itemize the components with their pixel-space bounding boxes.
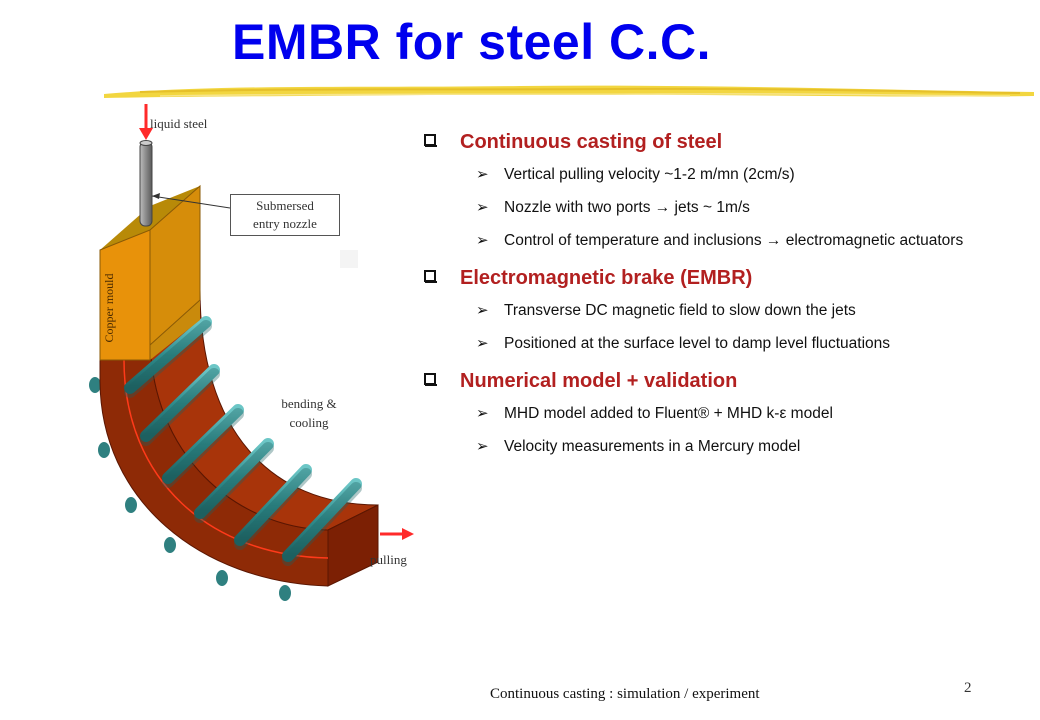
checkbox-bullet-icon [424, 134, 437, 147]
list-item: ➢Control of temperature and inclusions →… [424, 228, 1024, 254]
arrow-bullet-icon: ➢ [476, 335, 489, 352]
slide-footer: Continuous casting : simulation / experi… [490, 686, 760, 702]
list-item: ➢MHD model added to Fluent® + MHD k-ε mo… [424, 401, 1024, 427]
section-heading: Continuous casting of steel [424, 128, 1024, 158]
arrow-bullet-icon: ➢ [476, 302, 489, 319]
page-number: 2 [964, 680, 972, 696]
arrow-bullet-icon: ➢ [476, 199, 489, 216]
section-heading: Electromagnetic brake (EMBR) [424, 264, 1024, 294]
list-item: ➢Vertical pulling velocity ~1-2 m/mn (2c… [424, 162, 1024, 188]
arrow-bullet-icon: ➢ [476, 438, 489, 455]
title-underline-brush [104, 85, 1034, 98]
arrow-bullet-icon: ➢ [476, 405, 489, 422]
nozzle-callout: Submersed entry nozzle [230, 194, 340, 236]
section-heading: Numerical model + validation [424, 367, 1024, 397]
bending-label-line2: cooling [289, 415, 329, 430]
liquid-steel-arrow [139, 104, 153, 140]
bending-label-line1: bending & [281, 396, 337, 411]
liquid-steel-label: liquid steel [150, 116, 208, 131]
bending-cooling-label: bending & cooling [272, 394, 346, 432]
checkbox-bullet-icon [424, 270, 437, 283]
rollers-front [124, 316, 362, 562]
list-item: ➢Velocity measurements in a Mercury mode… [424, 434, 1024, 460]
slide-title: EMBR for steel C.C. [232, 14, 712, 70]
list-item: ➢Transverse DC magnetic field to slow do… [424, 298, 1024, 324]
list-item: ➢Nozzle with two ports → jets ~ 1m/s [424, 195, 1024, 221]
arrow-bullet-icon: ➢ [476, 232, 489, 249]
copper-mould-label: Copper mould [102, 273, 116, 343]
list-item: ➢Positioned at the surface level to damp… [424, 331, 1024, 357]
pulling-label: pulling [370, 552, 407, 567]
arrow-bullet-icon: ➢ [476, 166, 489, 183]
caster-diagram [89, 104, 414, 601]
pulling-arrow [380, 528, 414, 540]
submersed-entry-nozzle [139, 141, 153, 227]
checkbox-bullet-icon [424, 373, 437, 386]
slide-content: Continuous casting of steel ➢Vertical pu… [424, 128, 1024, 467]
nozzle-label-line1: Submersed [256, 198, 314, 213]
rollers-back [89, 377, 291, 601]
nozzle-label-line2: entry nozzle [253, 216, 317, 231]
